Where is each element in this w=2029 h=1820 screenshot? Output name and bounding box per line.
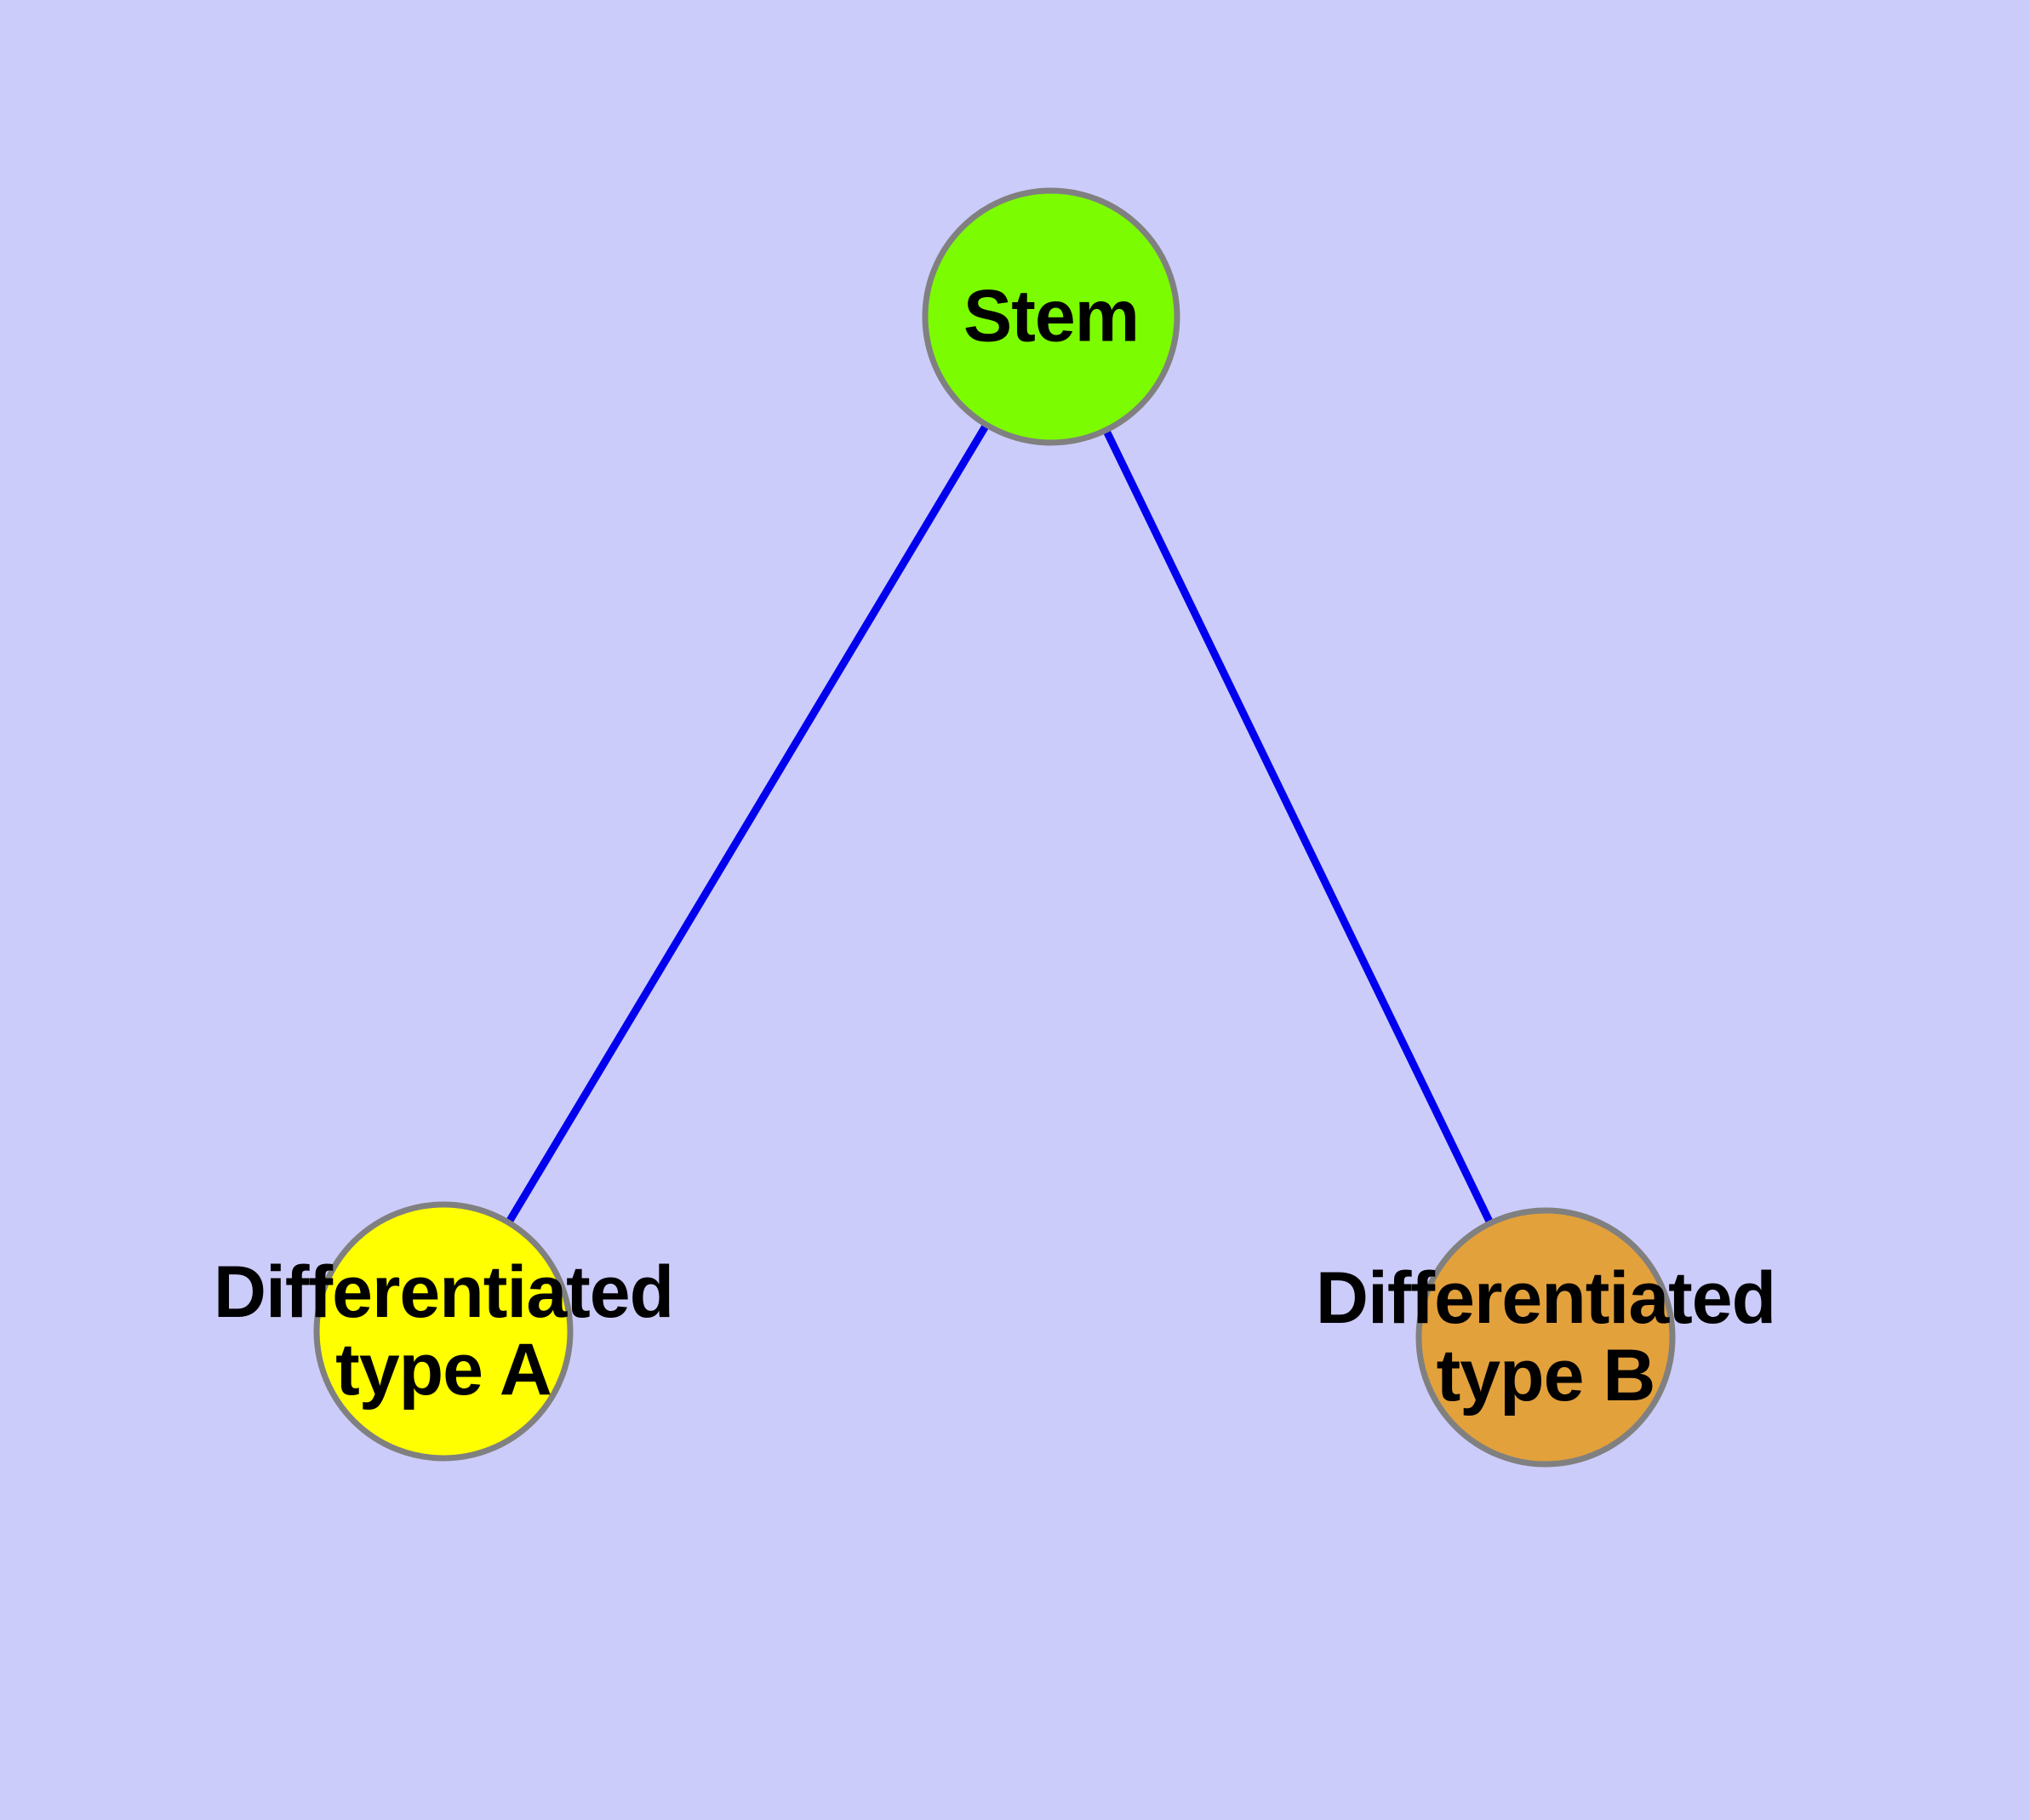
node-diff-b-circle[interactable] [1415,1207,1676,1468]
node-diff-a-circle[interactable] [313,1201,574,1462]
edge-layer [440,314,1550,1339]
edge-stem-to-diff-b [1047,315,1550,1339]
node-stem-circle[interactable] [922,187,1180,446]
edge-stem-to-diff-a [440,314,1055,1334]
node-layer [313,187,1676,1468]
